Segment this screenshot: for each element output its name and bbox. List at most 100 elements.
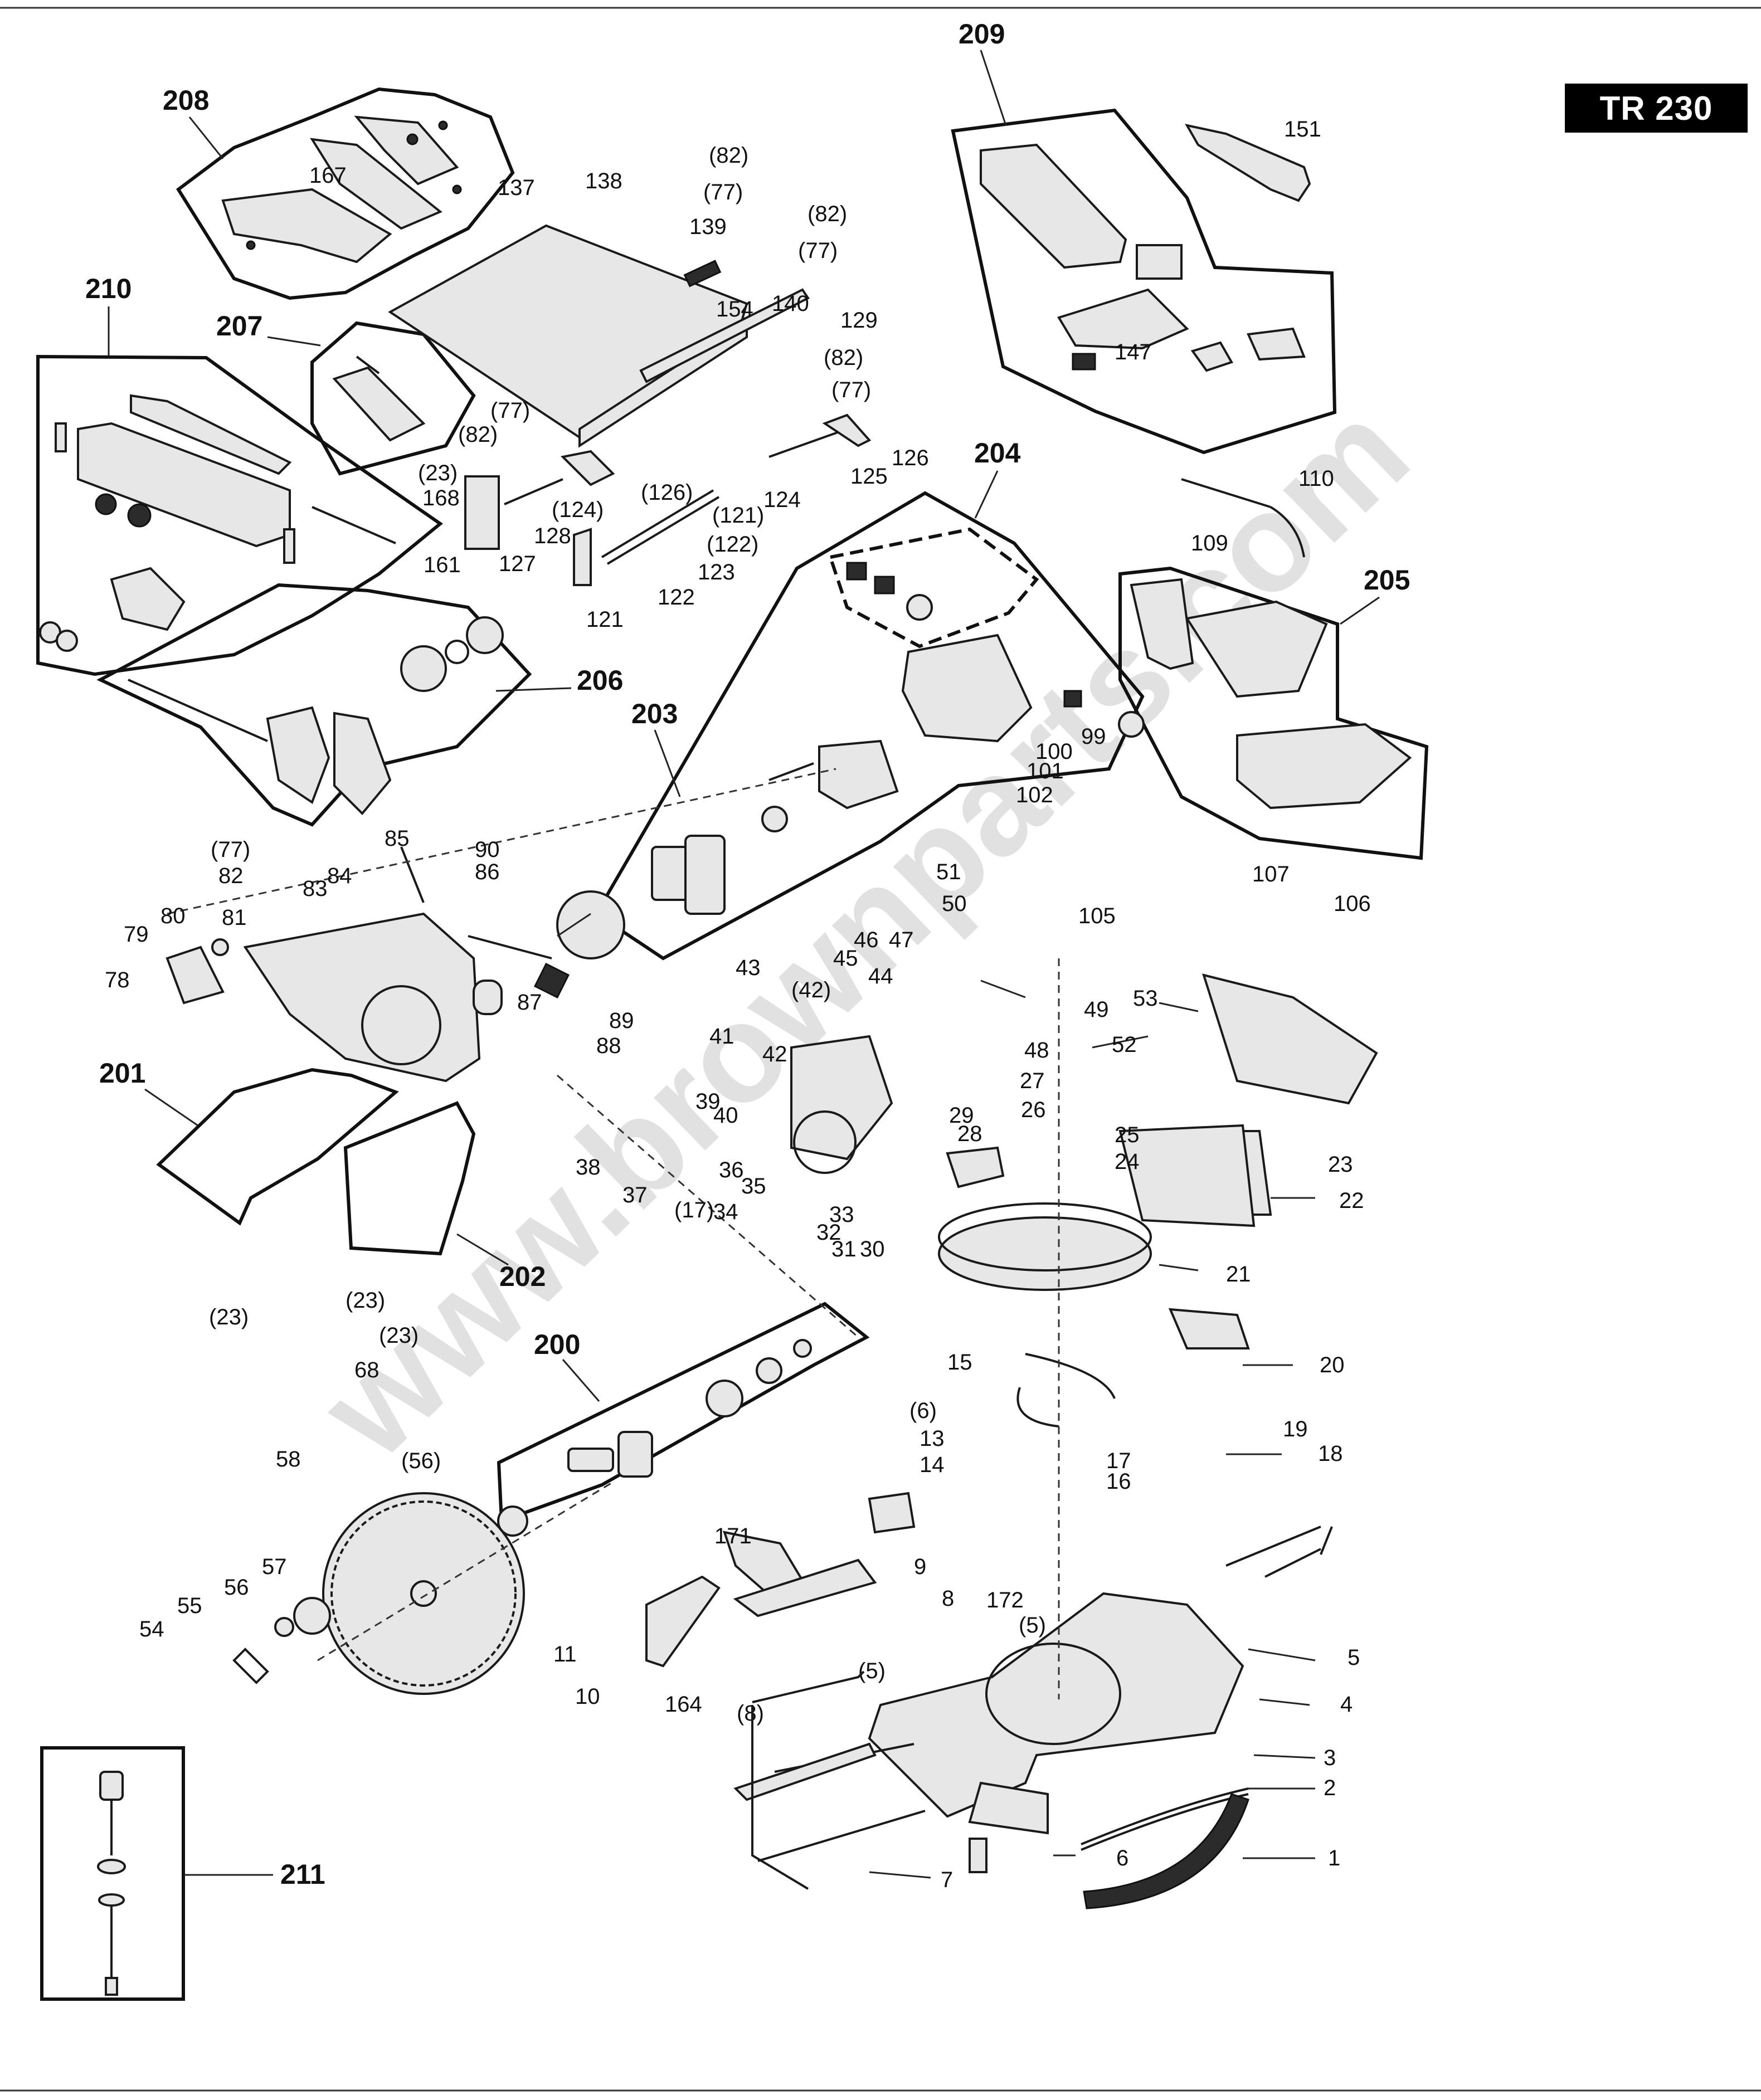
group-208-outline: [176, 87, 515, 300]
callout: (121): [712, 503, 764, 528]
callout: 51: [936, 860, 961, 884]
part-206-guard: [128, 616, 504, 815]
callout: (77): [831, 378, 871, 402]
callout: 38: [576, 1155, 601, 1180]
group-201-outline: [156, 1068, 399, 1226]
model-label: TR 230: [1599, 89, 1713, 127]
callout: 33: [829, 1202, 854, 1227]
group-204-outline: [594, 491, 1145, 961]
callout: 105: [1078, 904, 1116, 928]
callout: (23): [379, 1323, 419, 1348]
part-140-table: [388, 224, 810, 448]
callout: 83: [303, 876, 328, 901]
callout: 122: [658, 585, 695, 610]
callout: 100: [1035, 739, 1073, 764]
callout: 14: [920, 1453, 945, 1477]
callout: 48: [1024, 1038, 1049, 1063]
callout: 9: [914, 1555, 926, 1579]
callout: 172: [986, 1588, 1024, 1612]
callout: 31: [831, 1237, 857, 1261]
callout: 139: [689, 215, 727, 239]
group-label: 211: [280, 1859, 325, 1890]
callout: 106: [1334, 891, 1371, 916]
callout: 89: [609, 1008, 634, 1033]
model-badge: TR 230: [1565, 84, 1748, 133]
callout: 5: [1347, 1645, 1360, 1670]
group-209-outline: [951, 108, 1337, 455]
callout: 123: [698, 560, 735, 584]
callout: 68: [354, 1358, 380, 1382]
callout: (17): [674, 1198, 714, 1222]
callout: 34: [713, 1200, 738, 1224]
callout: 32: [816, 1220, 841, 1245]
callout: 140: [772, 291, 809, 316]
callout: (82): [458, 422, 498, 447]
callout: (56): [401, 1449, 441, 1473]
callout: 164: [665, 1692, 702, 1717]
callout: (77): [211, 837, 250, 862]
callout: 27: [1020, 1069, 1045, 1093]
callout: (23): [209, 1305, 249, 1329]
callout: 138: [585, 169, 622, 193]
callout: 79: [124, 922, 149, 947]
callout: 50: [942, 891, 967, 916]
callout: 151: [1284, 117, 1321, 142]
callout: (77): [703, 180, 743, 204]
callout: 25: [1115, 1123, 1140, 1147]
callout: 167: [309, 163, 347, 188]
callout: 87: [517, 990, 542, 1015]
part-204-brushes: [846, 562, 1145, 738]
callout: (8): [737, 1701, 764, 1726]
callout: (5): [1019, 1613, 1046, 1638]
callout: 52: [1112, 1032, 1137, 1057]
callout: (124): [552, 498, 604, 522]
callout: (77): [798, 238, 838, 263]
callout: 154: [716, 297, 753, 321]
group-label: 210: [85, 273, 132, 304]
callout: 36: [719, 1158, 744, 1182]
callout: (77): [490, 398, 530, 423]
callout: 86: [475, 860, 500, 884]
callout: (5): [858, 1659, 886, 1683]
group-204-dashed: [828, 527, 1039, 649]
group-210-outline: [36, 354, 443, 676]
callout: 15: [947, 1350, 972, 1375]
callout: 49: [1084, 997, 1109, 1022]
group-202-outline: [343, 1101, 476, 1256]
callout: 2: [1324, 1776, 1336, 1800]
callout: 109: [1191, 531, 1228, 556]
callout: 21: [1226, 1262, 1251, 1287]
callout: (42): [791, 978, 831, 1002]
callout: 121: [586, 607, 624, 632]
callout: 26: [1021, 1098, 1046, 1122]
callout: 18: [1318, 1441, 1343, 1466]
callout: 101: [1027, 759, 1064, 783]
callout: 29: [949, 1103, 974, 1128]
part-209-fence-clamp: [980, 124, 1311, 372]
callout: 129: [840, 308, 878, 333]
group-label: 203: [631, 698, 678, 729]
group-label: 208: [163, 85, 209, 116]
callout: (23): [346, 1288, 385, 1313]
group-label: 202: [499, 1261, 546, 1292]
callout: 3: [1324, 1746, 1336, 1770]
part-81-arm: [166, 846, 625, 1083]
callout: 137: [498, 176, 535, 200]
callout: 107: [1252, 862, 1290, 886]
callout: 81: [222, 905, 247, 930]
callout: 84: [327, 864, 352, 888]
callout: 11: [553, 1642, 577, 1667]
part-rails: [464, 413, 872, 586]
callout: 19: [1283, 1417, 1308, 1441]
callout: 7: [941, 1868, 953, 1892]
callout: 126: [892, 446, 929, 470]
callout: (126): [641, 480, 693, 505]
part-10-bracket: [645, 1492, 916, 1668]
callout: 82: [218, 864, 244, 888]
callout: 125: [850, 464, 888, 489]
callout-leaders: [557, 913, 1316, 1879]
group-205-outline: [1118, 566, 1429, 860]
group-label: 209: [959, 18, 1005, 50]
callout: 53: [1133, 986, 1158, 1011]
